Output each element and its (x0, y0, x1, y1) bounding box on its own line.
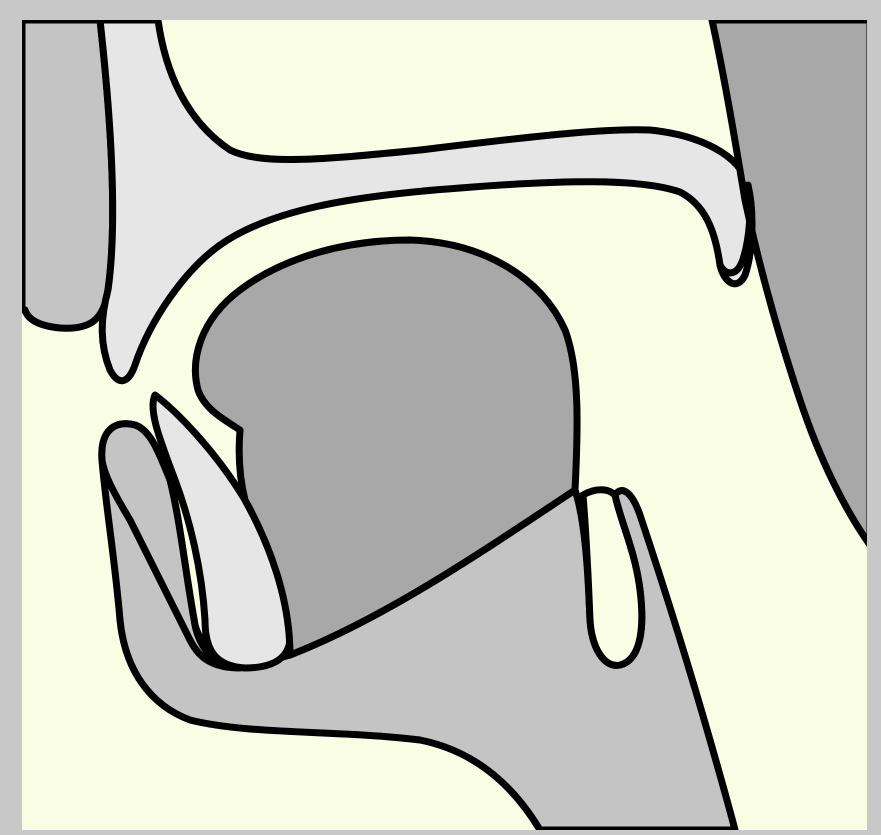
upper-lip (22, 20, 113, 328)
vocal-tract-diagram (22, 20, 867, 830)
vocal-tract-svg (22, 20, 867, 830)
